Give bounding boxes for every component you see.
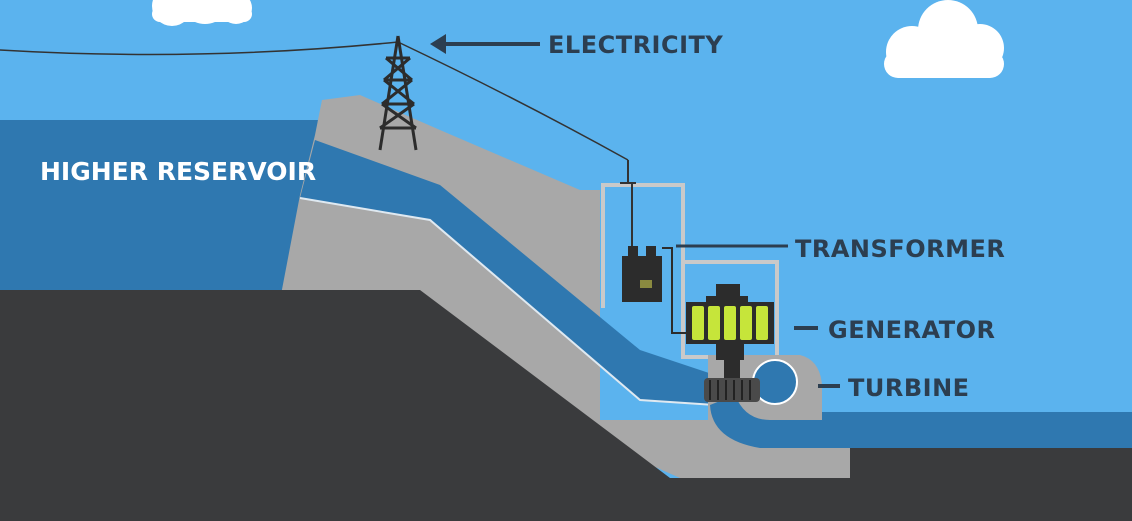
turbine-label: TURBINE	[848, 374, 970, 402]
power-line-right	[397, 41, 629, 161]
cloud-left	[152, 0, 252, 26]
electricity-arrow-icon	[430, 34, 540, 54]
turbine-icon	[704, 360, 760, 402]
penstock	[300, 140, 715, 405]
transformer-label: TRANSFORMER	[795, 235, 1005, 263]
generator-icon	[686, 284, 774, 360]
transformer-housing	[601, 183, 685, 308]
penstock-highlight	[299, 197, 716, 406]
tailwater	[810, 412, 1132, 448]
cloud-right	[884, 0, 1004, 78]
electricity-label: ELECTRICITY	[548, 31, 723, 59]
tower-icon	[378, 35, 418, 151]
reservoir-label: HIGHER RESERVOIR	[40, 157, 316, 186]
power-line-left	[0, 41, 399, 56]
generator-label: GENERATOR	[828, 316, 996, 344]
ground	[0, 290, 1132, 521]
transformer-pointer	[662, 247, 686, 334]
transformer-icon	[622, 246, 662, 302]
higher-reservoir	[0, 120, 318, 290]
outflow-channel	[710, 395, 850, 448]
